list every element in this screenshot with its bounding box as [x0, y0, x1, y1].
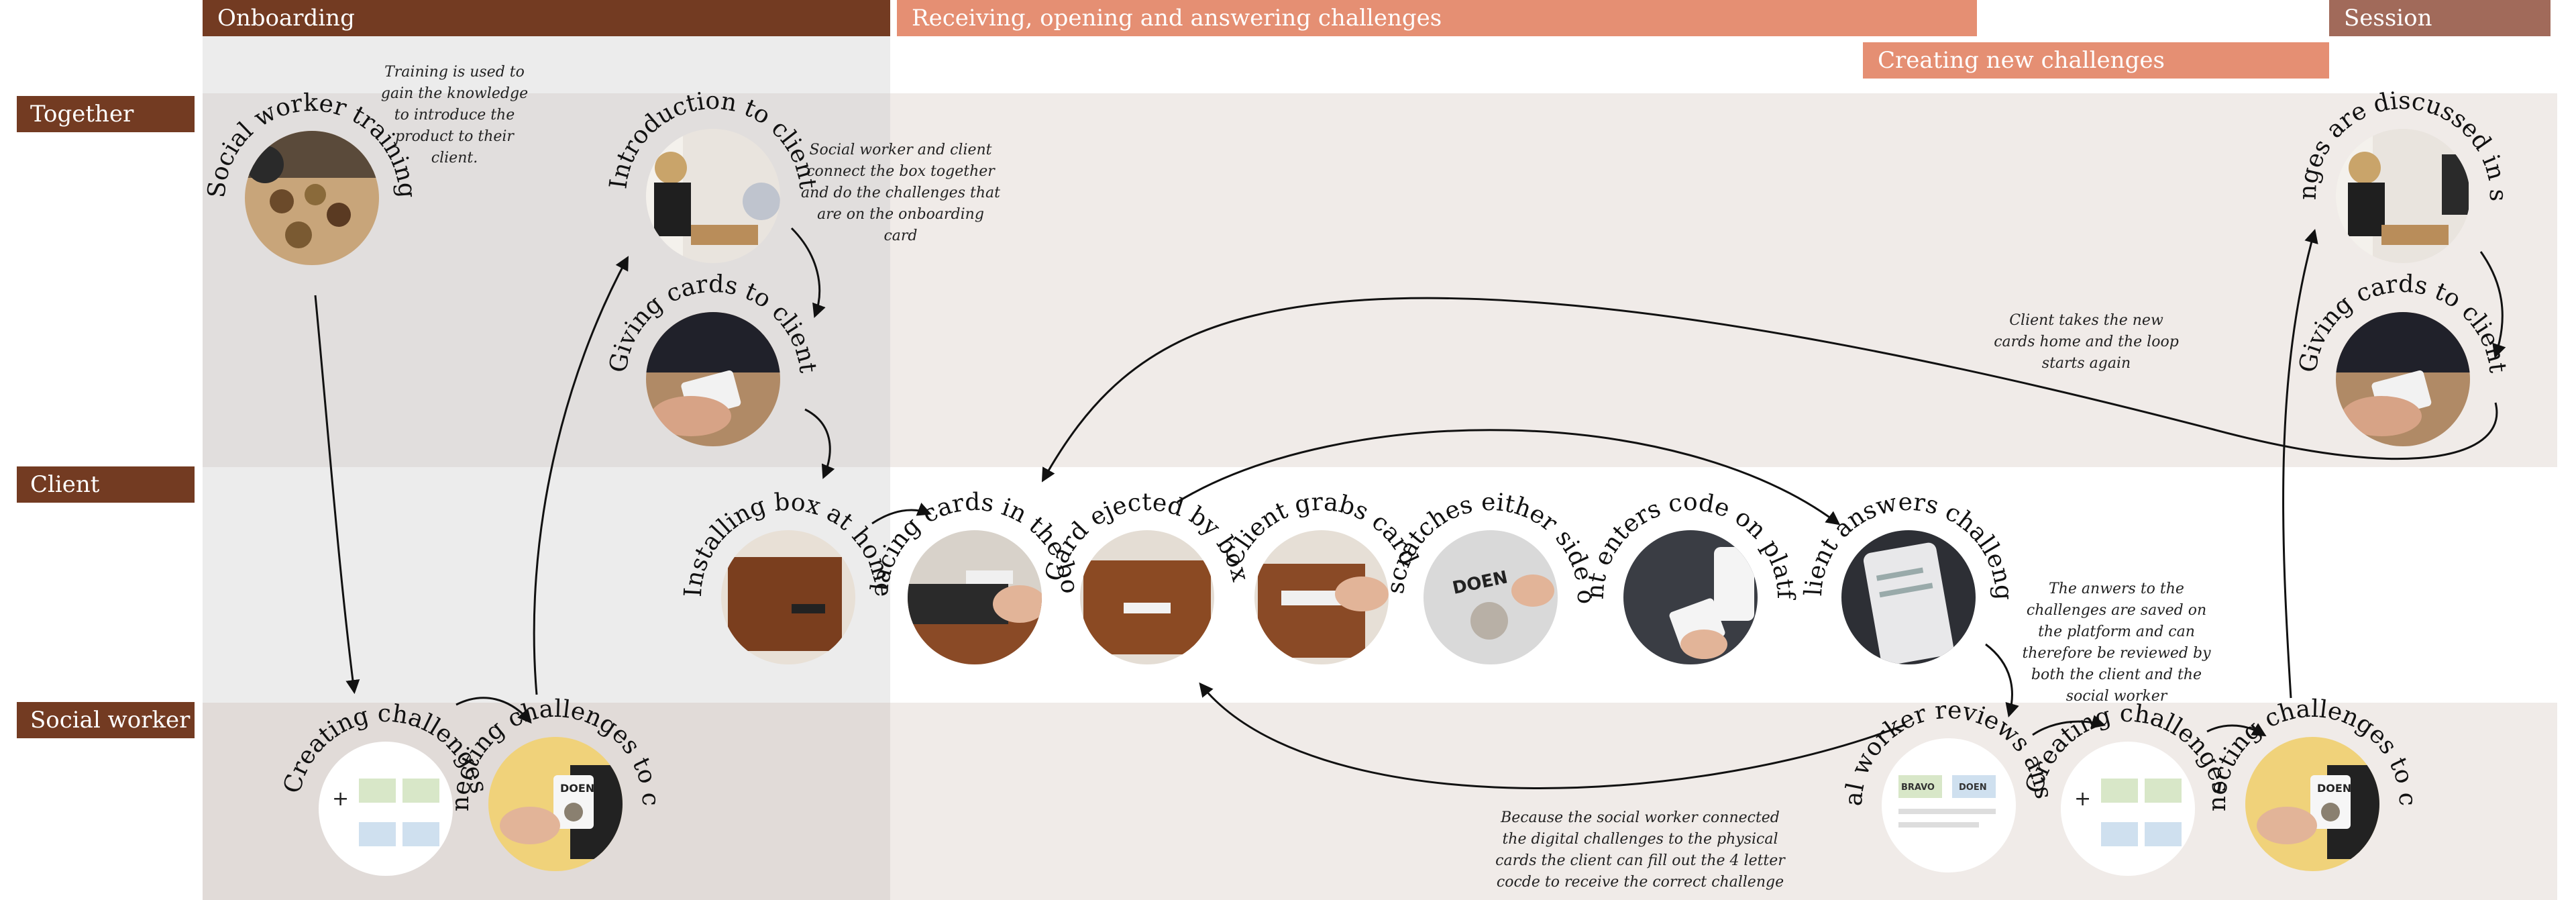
arrow-discussed-to-giving	[2479, 251, 2506, 358]
arrow-training-to-creating	[314, 295, 360, 695]
step-installing-box: Installing box at home	[680, 489, 897, 664]
step-label-sw-reviews: Social worker reviews answers	[0, 0, 2057, 807]
arrow-installing-to-placing	[871, 503, 932, 525]
arrow-giving-to-placing	[1041, 297, 2498, 483]
step-label-challenges-discussed: Challenges are discussed in session	[0, 0, 2512, 201]
phase-receiving: Receiving, opening and answering challen…	[897, 0, 1977, 36]
phase-onboarding: Onboarding	[203, 0, 890, 36]
svg-text:Challenges are discussed in se: Challenges are discussed in session	[0, 0, 2512, 201]
arrow-giving-to-installing	[804, 408, 835, 479]
arrow-answers-to-review	[1985, 643, 2019, 718]
arrow-ejected-to-answers	[1177, 429, 1841, 526]
step-social-worker-training: Social worker training	[203, 89, 421, 265]
arrow-review-to-ejected	[1199, 682, 1906, 789]
svg-text:Placing cards in the box: Placing cards in the box	[0, 0, 1083, 595]
together-row-bg	[890, 93, 2557, 467]
arrow-review-to-creating	[2032, 715, 2106, 736]
row-label-together: Together	[17, 96, 195, 132]
svg-text:+: +	[332, 787, 349, 811]
card-text-bravo: BRAVO	[1901, 783, 1935, 793]
step-card-ejected: Card ejected by box	[1040, 489, 1254, 664]
phase-creating: Creating new challenges	[1863, 42, 2329, 79]
svg-text:Social worker reviews answers: Social worker reviews answers	[0, 0, 2057, 807]
arrow-connecting-to-introduction	[533, 256, 629, 695]
svg-text:+: +	[2074, 787, 2091, 811]
step-placing-cards: Placing cards in the box	[0, 0, 1083, 664]
step-giving-cards-to-client-1: Giving cards to client	[604, 270, 822, 446]
note-answers-saved: The anwers to the challenges are saved o…	[2022, 581, 2211, 705]
step-label-placing-cards: Placing cards in the box	[0, 0, 1083, 595]
card-text-doen-4: DOEN	[2317, 782, 2351, 795]
svg-text:Connecting challenges to cards: Connecting challenges to cards	[0, 0, 664, 811]
note-new-cards: Client takes the new cards home and the …	[1994, 312, 2179, 372]
step-introduction-to-client: Introduction to client	[604, 87, 822, 263]
arrow-creating-to-connecting-2	[2206, 723, 2267, 737]
arrow-connecting-to-discussed	[2282, 228, 2318, 699]
card-text-doen-3: DOEN	[1959, 783, 1987, 793]
arrow-introduction-to-giving	[790, 227, 826, 318]
row-label-social-worker: Social worker	[17, 702, 195, 738]
phase-session: Session	[2329, 0, 2551, 36]
note-connect-box: Social worker and client connect the box…	[801, 142, 1000, 244]
note-training: Training is used to gain the knowledge t…	[380, 64, 529, 166]
arrow-creating-to-connecting	[455, 697, 532, 724]
card-text-doen-2: DOEN	[560, 782, 594, 795]
note-four-letter: Because the social worker connected the …	[1495, 809, 1785, 891]
row-label-client: Client	[17, 466, 195, 503]
step-giving-cards-to-client-2: Giving cards to client	[2294, 270, 2512, 446]
step-label-connecting-challenges-1: Connecting challenges to cards	[0, 0, 664, 811]
